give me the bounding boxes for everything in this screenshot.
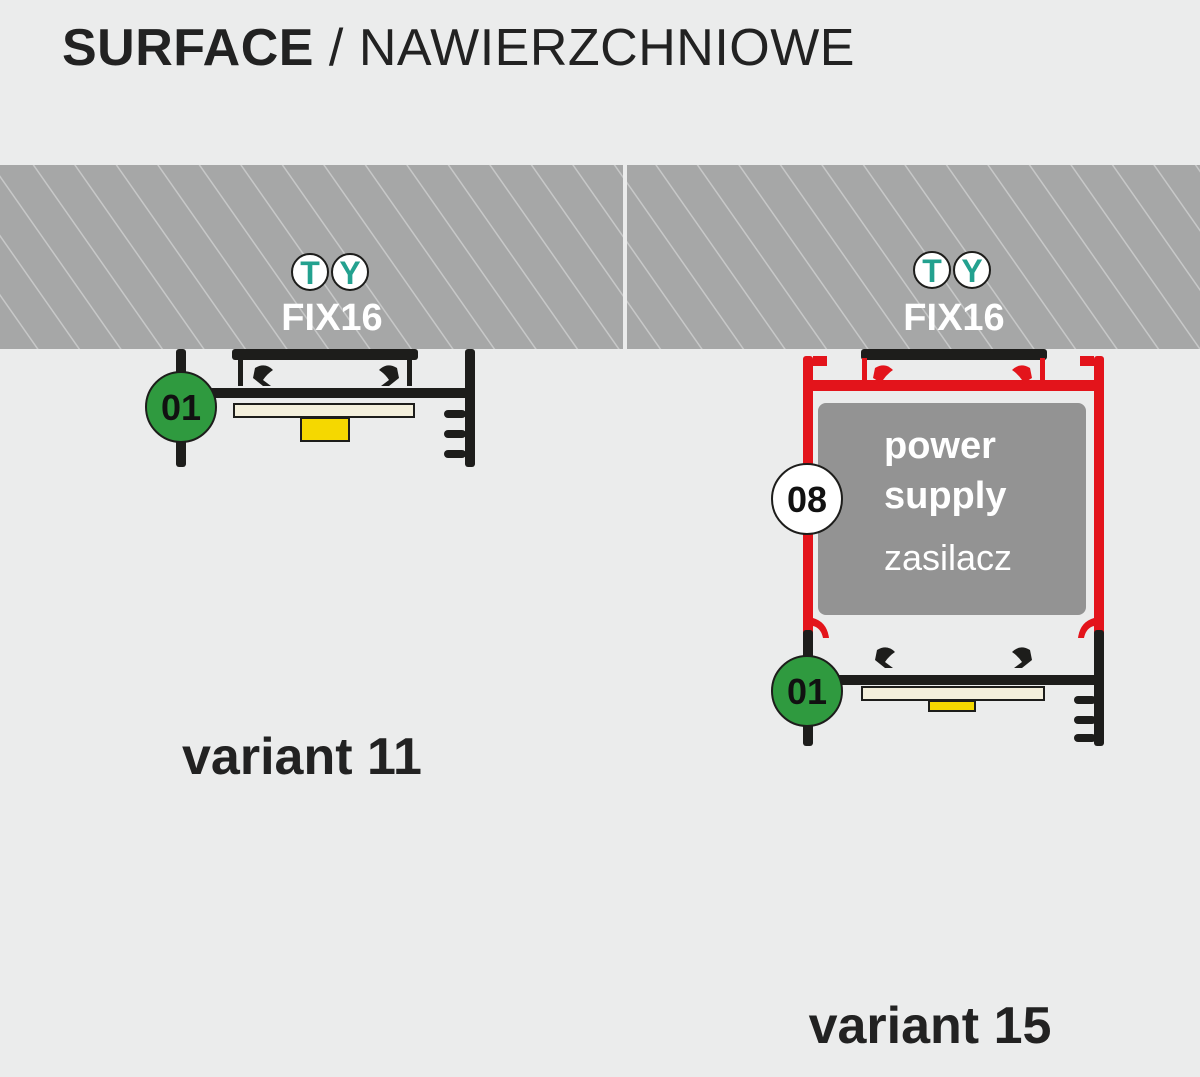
profile-badge: 01 (787, 671, 827, 712)
mount-badge-y-icon (331, 253, 369, 291)
power-supply-label-line3: zasilacz (884, 537, 1012, 578)
mount-label: FIX16 (903, 297, 1004, 339)
title-separator: / (313, 19, 359, 77)
diffuser-icon (861, 686, 1045, 701)
mount-badge-y: Y (339, 255, 360, 291)
mount-rail-icon (861, 349, 1047, 360)
mount-badge-t-icon (913, 251, 951, 289)
mount-badge-t-icon (291, 253, 329, 291)
title-bold: SURFACE (62, 19, 314, 77)
power-supply-label-line2: supply (884, 475, 1006, 517)
variant-label: variant 15 (809, 997, 1052, 1055)
housing-badge: 08 (787, 479, 827, 520)
mount-badge-t: T (300, 255, 320, 291)
mount-badge-y: Y (961, 253, 982, 289)
diffuser-icon (233, 403, 415, 418)
profile-icon (176, 349, 475, 467)
led-strip-icon (928, 700, 976, 712)
power-supply-label-line1: power (884, 425, 996, 467)
ceiling-right (627, 165, 1200, 349)
title-regular: NAWIERZCHNIOWE (358, 19, 855, 77)
led-strip-icon (300, 417, 350, 442)
variant-label: variant 11 (182, 728, 422, 786)
variant-15-diagram: T Y FIX16 power su (771, 251, 1104, 1055)
mount-badge-t: T (922, 253, 942, 289)
profile-badge-icon (145, 371, 217, 443)
mount-badge-y-icon (953, 251, 991, 289)
page-title: SURFACE / NAWIERZCHNIOWE (62, 18, 855, 78)
profile-badge: 01 (161, 387, 201, 428)
profile-badge-icon (771, 655, 843, 727)
housing-badge-icon (771, 463, 843, 535)
variant-11-diagram: T Y FIX16 01 varia (145, 253, 475, 786)
power-supply-icon (818, 403, 1086, 615)
mount-label: FIX16 (281, 297, 382, 339)
